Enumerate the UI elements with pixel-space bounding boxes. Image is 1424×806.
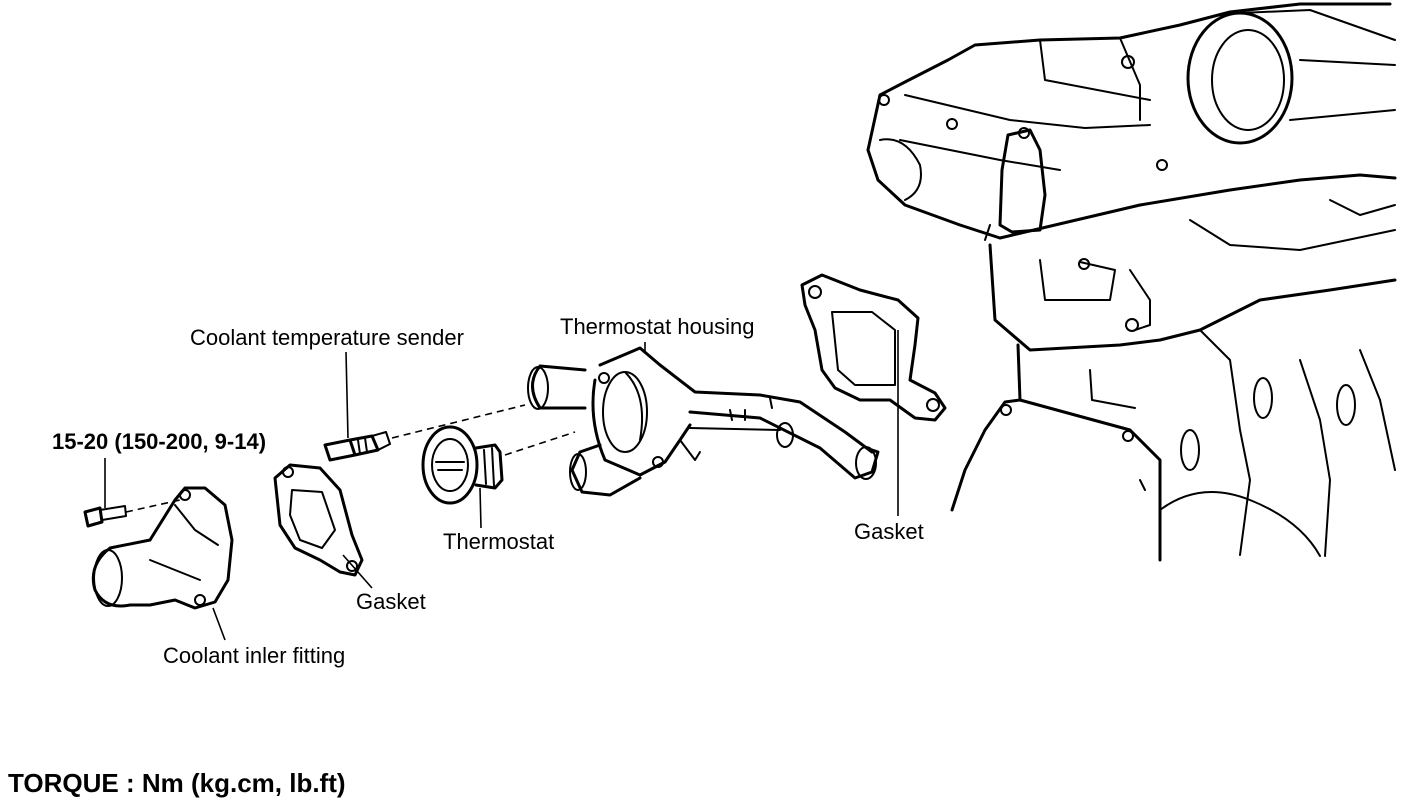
label-thermostat: Thermostat xyxy=(443,529,555,554)
left-gasket-drawing xyxy=(273,463,364,577)
label-coolant-inlet-fitting: Coolant inler fitting xyxy=(163,643,346,668)
label-thermostat-housing: Thermostat housing xyxy=(560,314,755,339)
label-coolant-temp-sender: Coolant temperature sender xyxy=(190,325,464,350)
thermostat-drawing xyxy=(421,425,504,505)
label-gasket-right: Gasket xyxy=(854,519,924,544)
engine-block-drawing xyxy=(866,2,1397,562)
leader-lines xyxy=(104,330,899,641)
assembly-lines xyxy=(125,404,576,513)
inlet-fitting-drawing xyxy=(83,486,234,610)
torque-units-note: TORQUE : Nm (kg.cm, lb.ft) xyxy=(8,768,346,798)
thermostat-housing-drawing xyxy=(527,346,880,497)
label-gasket-left: Gasket xyxy=(356,589,426,614)
right-gasket-drawing xyxy=(800,273,947,422)
temp-sender-drawing xyxy=(323,431,391,462)
label-torque-spec: 15-20 (150-200, 9-14) xyxy=(52,429,267,454)
